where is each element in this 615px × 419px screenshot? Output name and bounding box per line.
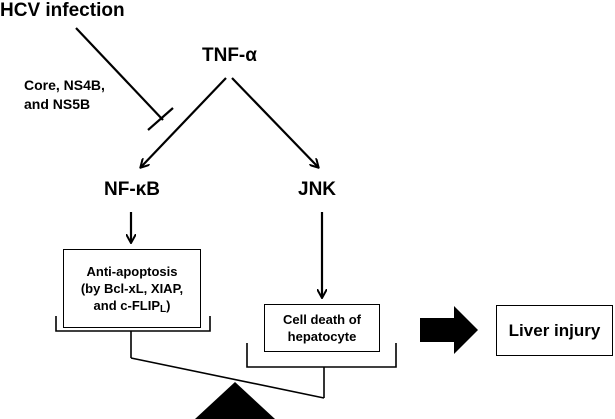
- arrow-tnf-to-nfkb: [141, 77, 227, 167]
- cell-death-line-1: Cell death of: [282, 312, 361, 327]
- jnk-label: JNK: [298, 179, 337, 200]
- anti-apoptosis-line-3-text: and c-FLIP: [93, 298, 160, 313]
- arrow-tnf-to-jnk: [231, 77, 318, 167]
- balance-fulcrum: [195, 382, 275, 419]
- anti-apoptosis-line-1: Anti-apoptosis: [86, 264, 178, 279]
- nfkb-label: NF-κB: [104, 179, 160, 200]
- block-arrow: [420, 306, 478, 354]
- viral-proteins-line-1: Core, NS4B,: [24, 77, 105, 93]
- balance-beam: [130, 357, 325, 399]
- cell-death-line-2: hepatocyte: [287, 329, 357, 344]
- viral-proteins-line-2: and NS5B: [24, 96, 91, 112]
- anti-apoptosis-box: Anti-apoptosis (by Bcl-xL, XIAP, and c-F…: [63, 249, 201, 328]
- balance-pan-right: [246, 343, 397, 368]
- viral-proteins-label: Core, NS4B, and NS5B: [24, 76, 144, 114]
- anti-apoptosis-close-paren: ): [166, 298, 171, 313]
- flip-subscript: L: [160, 304, 167, 315]
- tnf-alpha-label: TNF-α: [202, 45, 257, 66]
- inhibition-bar: [147, 107, 174, 131]
- anti-apoptosis-line-3: and c-FLIPL): [93, 297, 171, 315]
- liver-injury-label: Liver injury: [508, 320, 601, 340]
- cell-death-box: Cell death of hepatocyte: [264, 304, 380, 352]
- anti-apoptosis-line-2: (by Bcl-xL, XIAP,: [80, 281, 184, 296]
- inhibition-line: [75, 27, 164, 121]
- balance-pan-left: [55, 316, 211, 332]
- hcv-infection-label: HCV infection: [0, 0, 125, 21]
- liver-injury-box: Liver injury: [496, 305, 613, 356]
